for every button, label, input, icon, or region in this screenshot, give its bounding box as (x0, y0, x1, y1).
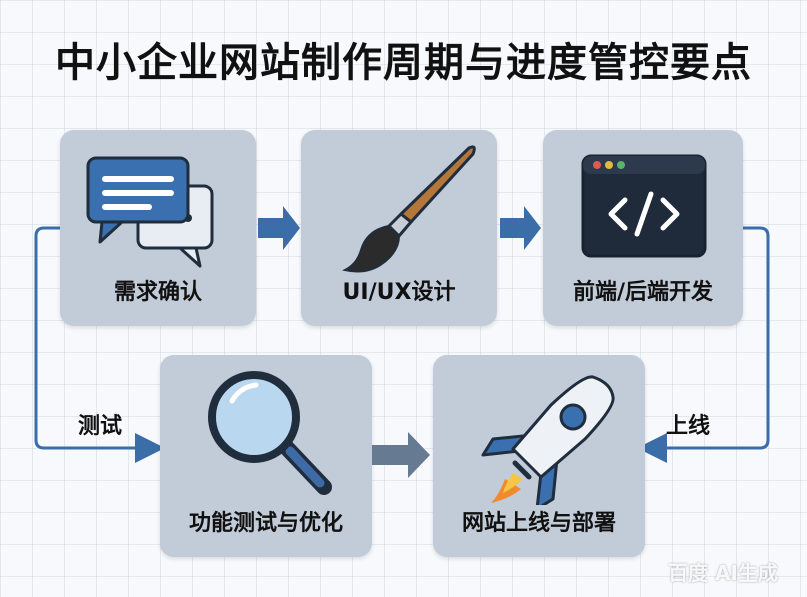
step-label: 功能测试与优化 (188, 511, 343, 536)
step-card-development: 前端/后端开发 (543, 130, 743, 326)
step-label: 前端/后端开发 (572, 280, 714, 305)
step-label: 网站上线与部署 (461, 511, 616, 536)
step-card-design: UI/UX设计 (301, 130, 497, 326)
rocket-icon (481, 375, 615, 505)
step-label: 需求确认 (113, 280, 202, 305)
connector-label-test: 测试 (78, 414, 123, 439)
paintbrush-icon (342, 145, 476, 273)
chat-bubbles-icon (86, 156, 214, 268)
left-loop-connector (34, 226, 165, 463)
page-title: 中小企业网站制作周期与进度管控要点 (55, 40, 752, 86)
step-card-launch: 网站上线与部署 (433, 355, 645, 557)
right-loop-connector (637, 226, 770, 463)
connector-label-launch: 上线 (666, 414, 711, 439)
code-window-icon (581, 154, 707, 258)
magnifier-icon (208, 371, 332, 495)
watermark: 百度 AI生成 (668, 561, 778, 585)
step-label: UI/UX设计 (342, 280, 456, 305)
step-card-requirements: 需求确认 (60, 130, 256, 326)
step-card-testing: 功能测试与优化 (160, 355, 372, 557)
